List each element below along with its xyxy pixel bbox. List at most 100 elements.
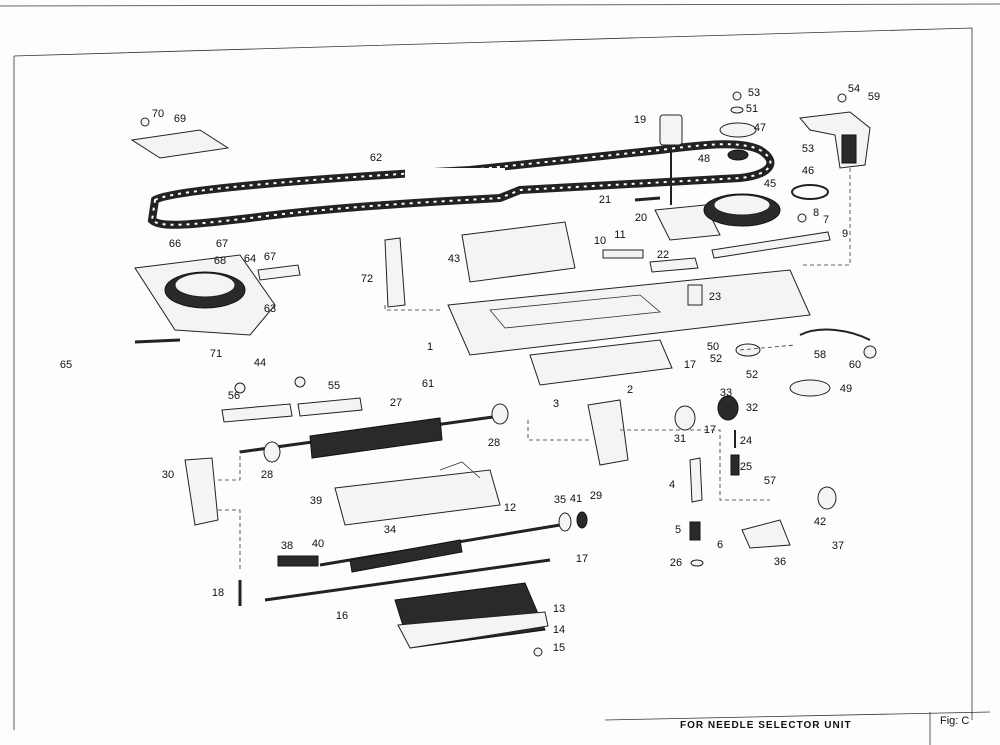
- part-49-gear: [727, 149, 749, 161]
- part-21-spring: [634, 196, 661, 202]
- callout-62: 62: [370, 152, 382, 164]
- part-22-link: [649, 257, 699, 273]
- part-7-lever: [711, 231, 831, 259]
- part-57-rail: [221, 403, 293, 423]
- assembly-line-4: [527, 420, 590, 441]
- callout-41: 41: [570, 493, 582, 505]
- callout-12: 12: [504, 502, 516, 514]
- part-10-link: [602, 249, 644, 259]
- callout-59: 59: [868, 91, 880, 103]
- part-34-worm: [349, 539, 463, 573]
- part-20-bracket: [654, 204, 721, 241]
- callout-49: 49: [840, 383, 852, 395]
- callout-26: 26: [670, 557, 682, 569]
- part-52-washer: [730, 106, 744, 114]
- part-14-plate: [397, 611, 549, 649]
- part-68-link: [257, 264, 301, 281]
- title-block-line: [604, 711, 991, 721]
- callout-72: 72: [361, 273, 373, 285]
- part-23-block: [687, 284, 703, 306]
- callout-52: 52: [746, 369, 758, 381]
- part-26-washer: [690, 559, 704, 567]
- part-1-base-plate: [447, 269, 811, 356]
- callout-6: 6: [717, 539, 723, 551]
- callout-5: 5: [675, 524, 681, 536]
- callout-19: 19: [634, 114, 646, 126]
- part-41-frame: [334, 469, 501, 526]
- part-48-disc: [719, 122, 757, 138]
- callout-34: 34: [384, 524, 396, 536]
- callout-56: 56: [228, 390, 240, 402]
- callout-71: 71: [210, 348, 222, 360]
- part-38-bracket: [741, 519, 791, 549]
- part-50-disc: [789, 379, 831, 397]
- callout-31: 31: [674, 433, 686, 445]
- part-8-screw: [797, 213, 807, 223]
- part-2-plate: [529, 339, 673, 386]
- part-45-screw-b: [294, 376, 306, 388]
- callout-63: 63: [264, 303, 276, 315]
- callout-53: 53: [802, 143, 814, 155]
- part-47-belt: [791, 184, 829, 200]
- callout-20: 20: [635, 212, 647, 224]
- part-28-gear-left: [263, 441, 281, 463]
- callout-51: 51: [746, 103, 758, 115]
- callout-24: 24: [740, 435, 752, 447]
- part-43-roller: [817, 486, 837, 510]
- chain-break: [405, 168, 505, 180]
- callout-17: 17: [576, 553, 588, 565]
- callout-54: 54: [848, 83, 860, 95]
- callout-7: 7: [823, 214, 829, 226]
- part-63-chain: [147, 140, 775, 229]
- part-31-gear: [674, 405, 696, 431]
- callout-44: 44: [254, 357, 266, 369]
- callout-61: 61: [422, 378, 434, 390]
- callout-58: 58: [814, 349, 826, 361]
- part-35-collar: [558, 512, 572, 532]
- callout-1: 1: [427, 341, 433, 353]
- callout-55: 55: [328, 380, 340, 392]
- part-41-tab: [439, 461, 481, 479]
- callout-21: 21: [599, 194, 611, 206]
- callout-16: 16: [336, 610, 348, 622]
- callout-50: 50: [707, 341, 719, 353]
- part-25-spring: [730, 454, 740, 476]
- callout-67: 67: [264, 251, 276, 263]
- part-51-washer: [735, 343, 761, 357]
- part-56-rail: [297, 397, 363, 417]
- part-15-screw: [533, 647, 543, 657]
- callout-9: 9: [842, 228, 848, 240]
- callout-32: 32: [746, 402, 758, 414]
- sheet-title-fragment: FOR NEEDLE SELECTOR UNIT: [680, 720, 852, 731]
- part-37-ring: [576, 511, 588, 529]
- callout-38: 38: [281, 540, 293, 552]
- callout-47: 47: [754, 122, 766, 134]
- part-54-bracket: [799, 111, 871, 169]
- part-71-screw: [140, 117, 150, 127]
- callout-23: 23: [709, 291, 721, 303]
- callout-70: 70: [152, 108, 164, 120]
- part-70-plate: [130, 129, 230, 159]
- callout-25: 25: [740, 461, 752, 473]
- callout-3: 3: [553, 398, 559, 410]
- assembly-line-2: [218, 450, 241, 481]
- callout-46: 46: [802, 165, 814, 177]
- assembly-line-1: [384, 305, 440, 311]
- part-73-bracket: [384, 237, 406, 308]
- part-44-bracket: [461, 221, 576, 283]
- callout-10: 10: [594, 235, 606, 247]
- part-66-spring: [134, 338, 181, 344]
- callout-57: 57: [764, 475, 776, 487]
- part-54-block: [841, 134, 857, 164]
- callout-30: 30: [162, 469, 174, 481]
- callout-2: 2: [627, 384, 633, 396]
- part-53-nut: [732, 91, 742, 101]
- assembly-line-3: [218, 509, 241, 570]
- part-30-bracket: [184, 457, 219, 526]
- part-61-nut: [863, 345, 877, 359]
- assembly-line-5: [620, 429, 770, 501]
- part-29-bracket: [587, 399, 629, 466]
- part-27-worm: [309, 417, 443, 459]
- callout-45: 45: [764, 178, 776, 190]
